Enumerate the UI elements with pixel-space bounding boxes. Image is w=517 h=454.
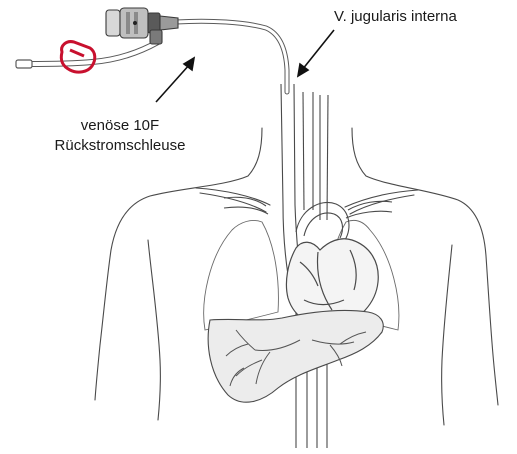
sheath-label-line2: Rückstromschleuse (20, 136, 220, 156)
sheath-label: venöse 10F Rückstromschleuse (20, 116, 220, 156)
pointer-arrows (156, 30, 334, 102)
sheath-label-line1: venöse 10F (20, 116, 220, 136)
sheath-hub (106, 8, 178, 44)
jugular-vein-label: V. jugularis interna (334, 7, 457, 27)
red-clamp-icon (61, 42, 95, 72)
